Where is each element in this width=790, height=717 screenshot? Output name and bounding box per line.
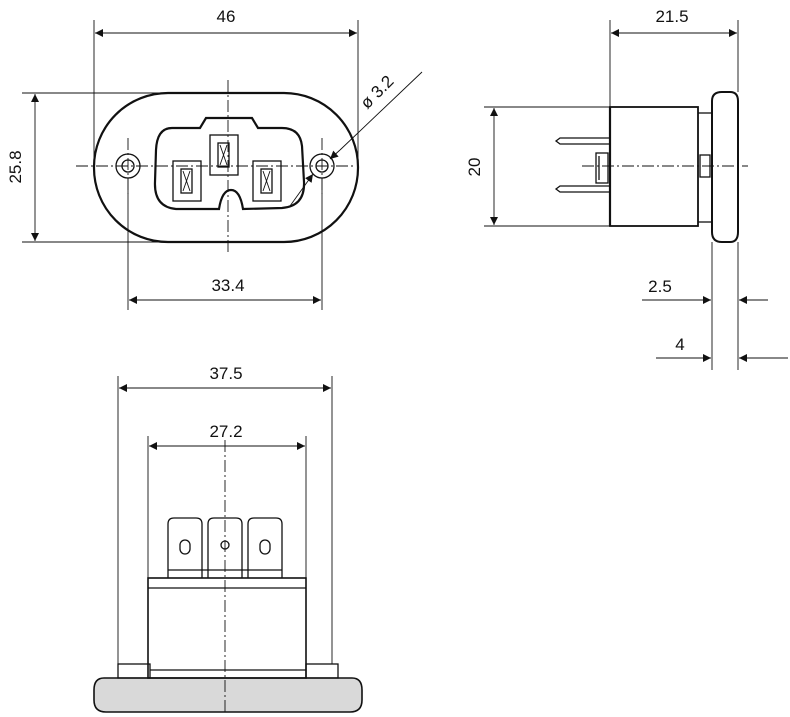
dim-side-depth-label: 21.5 [655,7,688,26]
dim-bottom-body-width-label: 27.2 [209,422,242,441]
bottom-flange-tab-left [117,663,151,679]
side-terminals [554,137,610,193]
side-flange [711,91,739,243]
dim-bottom-body-width: 27.2 [147,422,307,578]
bottom-flange-tab-right [305,663,339,679]
bottom-view: 37.5 27.2 [93,364,363,714]
dim-flange-thickness: 2.5 [642,242,768,370]
dim-side-depth: 21.5 [609,7,739,107]
front-contact-center [209,134,239,176]
front-contact-left [172,160,202,202]
dim-flange-thickness-label: 2.5 [648,277,672,296]
dim-side-height: 20 [465,106,610,227]
dim-bottom-flange-width: 37.5 [117,364,333,664]
dim-panel-thickness-label: 4 [675,335,684,354]
front-flange-outline [92,91,360,244]
bottom-terminal-left [167,517,203,578]
dim-front-height: 25.8 [6,92,168,243]
front-connector-opening [153,116,306,211]
dim-hole-diameter-label: ø 3.2 [357,72,398,113]
dim-hole-spacing: 33.4 [127,178,323,310]
dim-hole-spacing-label: 33.4 [211,276,244,295]
bottom-terminal-right [247,517,283,578]
bottom-body [147,577,307,679]
front-contact-right [252,160,282,202]
dim-front-height-label: 25.8 [6,150,25,183]
dim-front-width-label: 46 [217,7,236,26]
side-body [609,106,699,227]
side-view: 21.5 20 2.5 4 [465,7,788,370]
dim-bottom-flange-width-label: 37.5 [209,364,242,383]
front-view: 46 25.8 33.4 ø 3.2 [6,7,423,310]
dim-panel-thickness: 4 [656,335,788,362]
bottom-flange [93,677,363,713]
dim-front-width: 46 [93,7,359,165]
dim-side-height-label: 20 [465,158,484,177]
